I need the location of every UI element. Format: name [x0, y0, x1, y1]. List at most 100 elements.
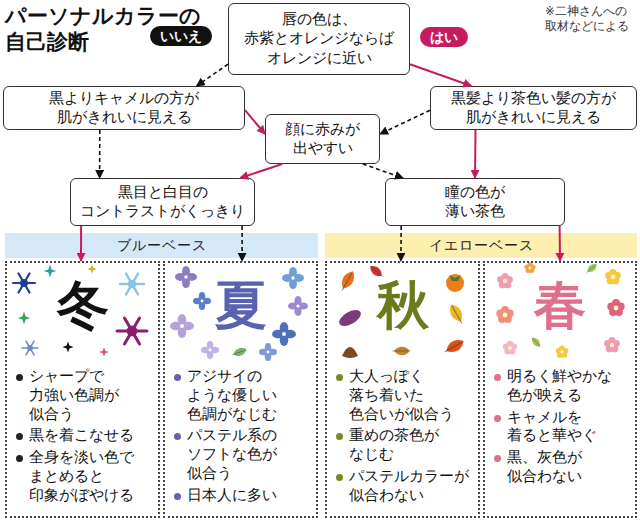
box-text: 瞳の色が 薄い茶色	[430, 183, 520, 221]
no-arrow	[241, 226, 243, 261]
leaf	[442, 336, 466, 356]
yes-arrow	[474, 130, 477, 178]
no-arrow	[363, 164, 403, 178]
base-band: イエローベース	[325, 233, 637, 258]
question-box: 唇の色は、 赤紫とオレンジならば オレンジに近い	[228, 3, 410, 75]
box-text: 唇の色は、 赤紫とオレンジならば オレンジに近い	[234, 10, 404, 68]
sparkle	[87, 264, 97, 274]
hydrangea	[193, 292, 211, 310]
bullet-text: 黒、灰色が 似合わない	[507, 448, 633, 486]
hydrangea	[288, 296, 308, 316]
band-text: イエローベース	[429, 237, 534, 255]
bullet-dot	[16, 374, 23, 381]
bullet-dot	[174, 493, 181, 500]
yes-arrow	[559, 226, 561, 261]
flower	[497, 273, 513, 288]
bullet-text: パステルカラーが 似合わない	[349, 467, 475, 505]
hydrangea	[282, 267, 304, 289]
bullet-dot	[494, 415, 501, 422]
bullet-item: パステルカラーが 似合わない	[334, 467, 475, 505]
leaf	[368, 263, 386, 280]
season-kanji: 春	[485, 279, 635, 331]
bullet-dot	[494, 374, 501, 381]
bullet-dot	[336, 433, 343, 440]
hydrangea	[175, 266, 197, 288]
sparkle	[18, 312, 31, 325]
persimmon	[446, 274, 464, 292]
bullet-text: シャープで 力強い色調が 似合う	[29, 367, 155, 423]
snowflake	[13, 273, 35, 292]
bullet-text: 全身を淡い色で まとめると 印象がぼやける	[29, 448, 155, 504]
band-text: ブルーベース	[117, 237, 207, 255]
no-arrow	[99, 130, 101, 178]
persimmon-calyx	[449, 275, 461, 281]
yes-arrow	[410, 64, 471, 86]
bullet-dot	[16, 433, 23, 440]
bullet-item: パステル系の ソフトな色が 似合う	[172, 426, 313, 482]
box-text: 顔に赤みが 出やすい	[278, 120, 368, 158]
season-kanji: 秋	[327, 279, 478, 331]
yes-arrow	[80, 226, 82, 261]
snowflake	[117, 318, 147, 344]
flower	[607, 299, 624, 316]
bullet-item: 黒を着こなせる	[14, 426, 155, 445]
season-kanji: 冬	[7, 279, 158, 331]
question-box: 黒よりキャメルの方が 肌がきれいに見える	[3, 86, 245, 130]
question-box: 顔に赤みが 出やすい	[265, 114, 380, 164]
bullet-item: 明るく鮮やかな 色が映える	[492, 367, 633, 405]
yes-arrow	[245, 110, 265, 134]
snowflake	[22, 341, 38, 355]
no-arrow	[380, 110, 430, 134]
flower	[503, 341, 517, 355]
bullet-text: 大人っぽく 落ち着いた 色合いが似合う	[349, 367, 475, 423]
leaf	[392, 347, 410, 355]
flower	[524, 262, 535, 273]
bullet-item: 日本人に多い	[172, 486, 313, 505]
source-note: ※二神さんへの 取材などによる	[545, 4, 640, 34]
bullet-dot	[174, 433, 181, 440]
bullet-dot	[16, 455, 23, 462]
flower	[605, 269, 621, 284]
sparkle	[62, 341, 73, 352]
bullet-list: 明るく鮮やかな 色が映えるキャメルを 着ると華やぐ黒、灰色が 似合わない	[492, 367, 633, 489]
box-text: 黒よりキャメルの方が 肌がきれいに見える	[9, 89, 239, 127]
sparkle	[44, 265, 57, 278]
hydrangea	[201, 341, 219, 359]
bullet-text: 黒を着こなせる	[29, 426, 155, 445]
question-box: 瞳の色が 薄い茶色	[385, 178, 565, 226]
sparkle	[99, 347, 109, 357]
snowflake	[120, 274, 144, 295]
leaf	[584, 262, 598, 275]
question-box: 黒髪より茶色い髪の方が 肌がきれいに見える	[430, 86, 637, 130]
base-band: ブルーベース	[5, 233, 318, 258]
bullet-item: シャープで 力強い色調が 似合う	[14, 367, 155, 423]
box-text: 黒髪より茶色い髪の方が 肌がきれいに見える	[436, 89, 632, 127]
flower	[496, 306, 513, 323]
hydrangea	[259, 343, 277, 361]
season-panel: 夏アジサイの ような優しい 色調がなじむパステル系の ソフトな色が 似合う日本人…	[163, 261, 318, 518]
flower	[604, 337, 620, 352]
bullet-text: 重めの茶色が なじむ	[349, 426, 475, 464]
no-arrow	[400, 226, 402, 261]
answer-pill: いいえ	[150, 26, 212, 46]
season-panel: 秋大人っぽく 落ち着いた 色合いが似合う重めの茶色が なじむパステルカラーが 似…	[325, 261, 480, 518]
bullet-dot	[494, 455, 501, 462]
bullet-item: 全身を淡い色で まとめると 印象がぼやける	[14, 448, 155, 504]
bullet-text: 日本人に多い	[187, 486, 313, 505]
hydrangea	[272, 322, 296, 346]
answer-pill: はい	[420, 27, 468, 47]
chestnut	[342, 347, 358, 358]
season-panel: 春明るく鮮やかな 色が映えるキャメルを 着ると華やぐ黒、灰色が 似合わない	[483, 261, 637, 518]
bullet-text: アジサイの ような優しい 色調がなじむ	[187, 367, 313, 423]
bullet-text: パステル系の ソフトな色が 似合う	[187, 426, 313, 482]
bullet-item: 黒、灰色が 似合わない	[492, 448, 633, 486]
bullet-text: キャメルを 着ると華やぐ	[507, 408, 633, 446]
season-kanji: 夏	[165, 279, 316, 331]
bullet-item: キャメルを 着ると華やぐ	[492, 408, 633, 446]
leaf	[337, 269, 357, 293]
question-box: 黒目と白目の コントラストがくっきり	[70, 178, 255, 226]
bullet-item: アジサイの ような優しい 色調がなじむ	[172, 367, 313, 423]
bullet-text: 明るく鮮やかな 色が映える	[507, 367, 633, 405]
